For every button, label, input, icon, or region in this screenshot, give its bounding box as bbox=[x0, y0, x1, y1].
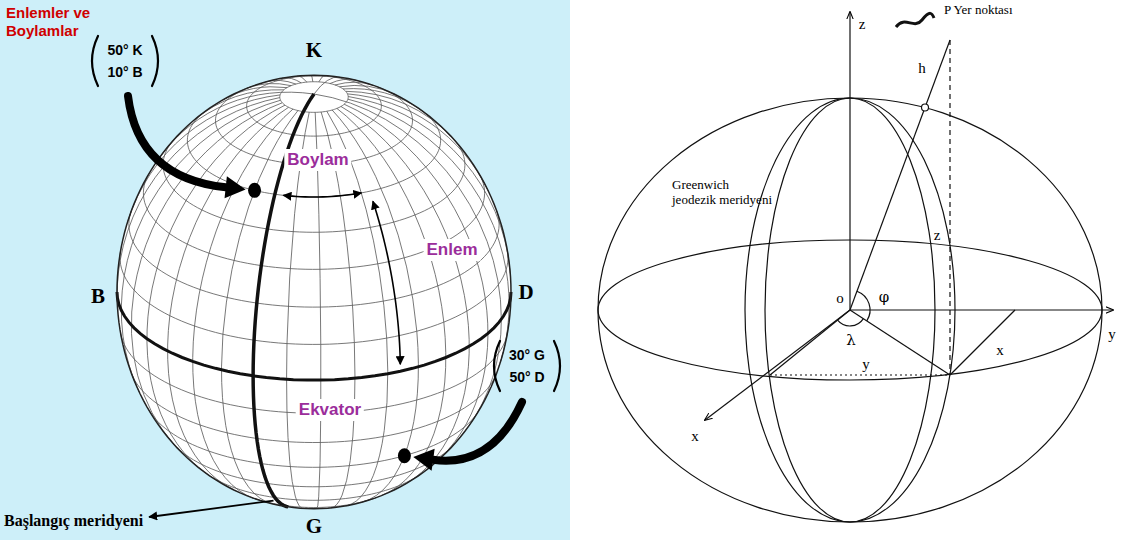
coordinate: 50° D bbox=[509, 369, 544, 385]
latitude-arrow bbox=[373, 201, 400, 364]
bracket bbox=[494, 341, 500, 391]
longitude-label: Boylam bbox=[284, 149, 351, 171]
dotted-line bbox=[770, 374, 950, 375]
coordinate: 10° B bbox=[107, 64, 142, 80]
angle-label: φ bbox=[879, 288, 890, 306]
normal-line bbox=[850, 40, 950, 310]
coordinate-label: x bbox=[996, 342, 1004, 359]
globe-face bbox=[117, 75, 511, 508]
figure-title: Enlemler ve Boylamlar bbox=[6, 4, 106, 40]
z-axis bbox=[849, 12, 850, 310]
equator-label: Ekvator bbox=[296, 399, 364, 421]
globe-arrows bbox=[128, 96, 522, 517]
coordinate-label: y bbox=[862, 356, 870, 373]
pointer-arrowhead bbox=[413, 449, 434, 471]
parentheses bbox=[92, 36, 560, 391]
direction-letter: G bbox=[306, 514, 322, 539]
latitude-label: Enlem bbox=[423, 239, 480, 261]
angle-label: λ bbox=[846, 331, 856, 349]
meridian-label: Başlangıç meridyeni bbox=[4, 512, 143, 530]
line-label: h bbox=[918, 60, 926, 77]
direction-letter: K bbox=[306, 38, 322, 63]
bracket bbox=[152, 36, 158, 86]
pointer-arrow bbox=[433, 402, 522, 461]
angle-arc bbox=[857, 291, 870, 321]
axis-label: y bbox=[1108, 326, 1116, 343]
coordinate: 30° G bbox=[509, 347, 545, 363]
axis-label: x bbox=[691, 428, 699, 445]
pointer-arrowhead bbox=[225, 176, 246, 198]
meridian-radius bbox=[770, 310, 850, 375]
globe-outline bbox=[117, 75, 511, 508]
origin-label: o bbox=[836, 290, 844, 307]
location-dot bbox=[248, 183, 261, 198]
pointer-arrow bbox=[128, 96, 226, 187]
height-line bbox=[949, 40, 950, 375]
bracket bbox=[92, 36, 98, 86]
coordinate: 50° K bbox=[107, 42, 142, 58]
axis-label: z bbox=[859, 16, 866, 33]
globe-grid bbox=[117, 75, 511, 508]
sphere-figure bbox=[598, 12, 1113, 522]
meridian-pointer bbox=[149, 501, 273, 517]
coordinate-line bbox=[950, 310, 1015, 375]
direction-letter: D bbox=[518, 280, 533, 305]
surface-point bbox=[922, 104, 929, 111]
graticule bbox=[117, 75, 511, 508]
longitude-arrow bbox=[283, 193, 361, 197]
x-axis bbox=[705, 310, 850, 420]
location-dot bbox=[398, 448, 411, 463]
y-axis bbox=[850, 309, 1113, 310]
direction-letter: B bbox=[91, 284, 105, 309]
left-panel-ground bbox=[0, 0, 570, 540]
bracket bbox=[554, 341, 560, 391]
equator-line bbox=[117, 292, 511, 380]
pen-scribble bbox=[896, 13, 934, 27]
point-radius bbox=[850, 310, 950, 375]
angle-arc bbox=[838, 319, 864, 326]
point-label: P Yer noktası bbox=[944, 2, 1013, 18]
meridian-label: Greenwich jeodezik meridyeni bbox=[672, 178, 772, 208]
coordinate-label: z bbox=[934, 227, 941, 244]
